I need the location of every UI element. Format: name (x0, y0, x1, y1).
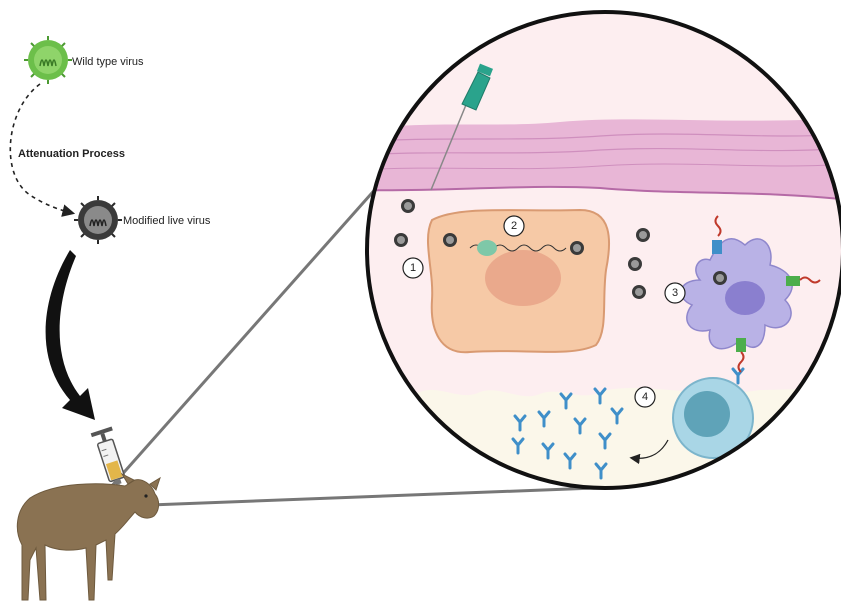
attenuation-label: Attenuation Process (18, 148, 125, 160)
ribosome-icon (477, 240, 497, 256)
svg-text:3: 3 (672, 287, 678, 299)
svg-text:2: 2 (511, 220, 517, 232)
svg-text:1: 1 (410, 262, 416, 274)
svg-text:4: 4 (642, 391, 648, 403)
step-1-marker: 1 (403, 258, 423, 278)
inoculation-arrow (46, 250, 95, 420)
wild-type-label: Wild type virus (72, 56, 144, 68)
calf-icon (17, 474, 160, 600)
modified-virus-icon (74, 196, 122, 244)
step-4-marker: 4 (635, 387, 655, 407)
cell-nucleus (485, 250, 561, 306)
step-3-marker: 3 (665, 283, 685, 303)
step-2-marker: 2 (504, 216, 524, 236)
wild-type-virus-icon (24, 36, 72, 84)
modified-virus-label: Modified live virus (123, 215, 211, 227)
